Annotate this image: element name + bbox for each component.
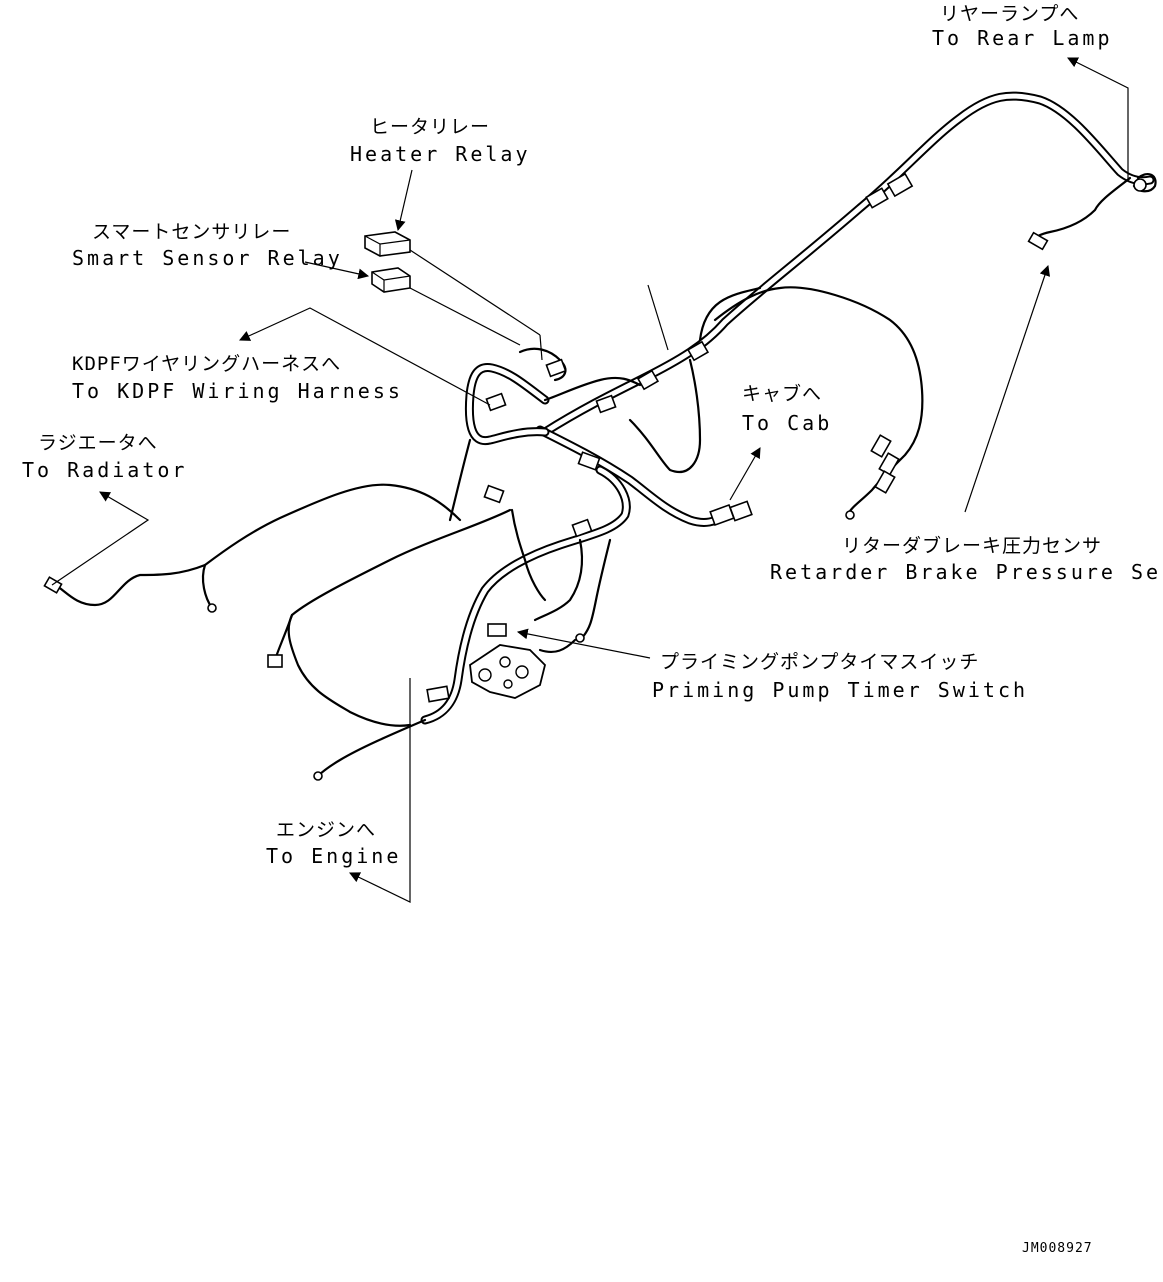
priming-label-en: Priming Pump Timer Switch: [652, 678, 1028, 702]
retarder-branch-wire: [713, 286, 924, 517]
retarder-label-jp: リターダブレーキ圧力センサ: [842, 534, 1102, 557]
smart-sensor-relay-icon: [371, 267, 411, 293]
kdpf-label-en: To KDPF Wiring Harness: [72, 379, 403, 403]
radiator-label-en: To Radiator: [22, 458, 187, 482]
priming-pump-icon: [469, 623, 546, 699]
heater-relay-label-jp: ヒータリレー: [370, 116, 490, 138]
rear-lamp-branch-wire: [1030, 176, 1132, 242]
radiator-branch-wire: [53, 483, 462, 607]
priming-switch-icon: [487, 623, 507, 637]
kdpf-label-jp: KDPFワイヤリングハーネスへ: [72, 353, 341, 375]
labels: リヤーランプへ To Rear Lamp ヒータリレー Heater Relay…: [22, 3, 1163, 1256]
engine-label-jp: エンジンへ: [276, 819, 376, 841]
retarder-label-en: Retarder Brake Pressure Sensor: [770, 560, 1163, 584]
rear-lamp-label-en: To Rear Lamp: [932, 26, 1113, 50]
rear-lamp-label-jp: リヤーランプへ: [940, 3, 1079, 25]
cab-label-en: To Cab: [742, 411, 832, 435]
drawing-code: JM008927: [1022, 1241, 1093, 1256]
leader-lines: [51, 57, 1129, 903]
heater-relay-label-en: Heater Relay: [350, 142, 531, 166]
priming-label-jp: プライミングポンプタイマスイッチ: [660, 651, 979, 673]
smart-sensor-label-jp: スマートセンサリレー: [92, 221, 291, 243]
heater-relay-icon: [364, 231, 411, 257]
engine-label-en: To Engine: [266, 844, 401, 868]
smart-sensor-label-en: Smart Sensor Relay: [72, 246, 343, 270]
radiator-label-jp: ラジエータへ: [38, 432, 158, 454]
cab-label-jp: キャブへ: [742, 382, 822, 405]
connector-plug-icon: [43, 172, 1147, 781]
